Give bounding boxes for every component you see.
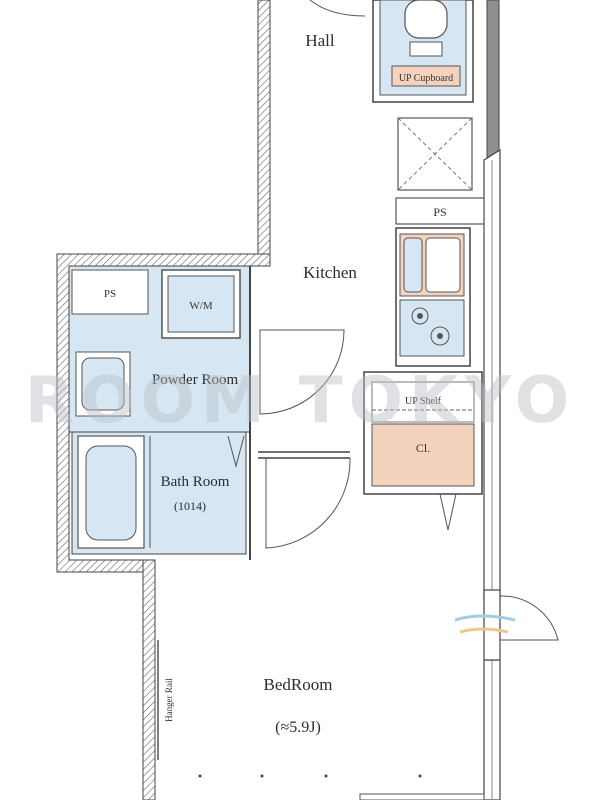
wm-label: W/M bbox=[189, 300, 212, 312]
up-shelf-label: UP Shelf bbox=[405, 396, 442, 407]
room-hall: Hall bbox=[305, 31, 335, 50]
bathtub-icon bbox=[85, 445, 137, 541]
bedroom-bottom-markers bbox=[198, 774, 485, 800]
sink-icon bbox=[403, 237, 423, 293]
room-bedroom: BedRoom bbox=[264, 675, 333, 694]
toilet-room: UP Cupboard bbox=[372, 0, 474, 103]
hanger-rail-label: Hanger Rail bbox=[164, 678, 174, 722]
room-powder: Powder Room bbox=[152, 372, 239, 388]
room-bath: Bath Room bbox=[161, 474, 230, 490]
stove-icon bbox=[399, 299, 465, 357]
up-cupboard-label: UP Cupboard bbox=[399, 73, 453, 84]
closet-label: Cl. bbox=[416, 441, 430, 455]
closet: UP Shelf Cl. bbox=[363, 371, 483, 495]
room-kitchen: Kitchen bbox=[303, 263, 357, 282]
toilet-icon bbox=[404, 0, 448, 39]
shaft-box bbox=[397, 117, 473, 191]
watermark: ROOM TOKYO bbox=[25, 364, 575, 438]
kitchen-counter bbox=[395, 227, 471, 367]
washbasin-icon bbox=[81, 357, 125, 411]
balcony-door bbox=[454, 589, 559, 661]
powder-room: PS W/M bbox=[68, 265, 251, 433]
svg-text:PS: PS bbox=[433, 205, 446, 219]
room-bath-size: (1014) bbox=[174, 499, 206, 513]
ps-top: PS bbox=[395, 197, 485, 225]
room-bedroom-size: (≈5.9J) bbox=[275, 719, 321, 736]
bath-room bbox=[71, 431, 247, 555]
ps-left-label: PS bbox=[104, 288, 116, 300]
